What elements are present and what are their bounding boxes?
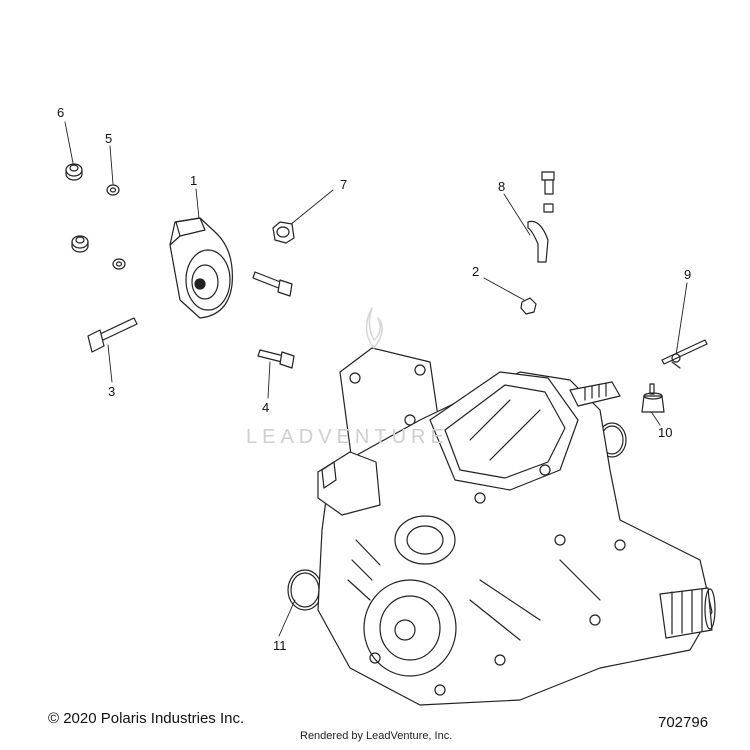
part-5-washer bbox=[106, 184, 120, 196]
callout-5: 5 bbox=[105, 131, 113, 146]
part-2-nut bbox=[520, 297, 537, 315]
callout-2: 2 bbox=[472, 264, 480, 279]
part-1-sensor bbox=[169, 217, 233, 319]
leader-lines bbox=[64, 121, 688, 637]
callout-8: 8 bbox=[498, 179, 506, 194]
part-7-nut bbox=[272, 221, 295, 244]
callout-7: 7 bbox=[340, 177, 348, 192]
part-11-o-ring bbox=[287, 569, 323, 611]
part-9-clip bbox=[661, 339, 708, 369]
watermark: LEADVENTURE bbox=[246, 426, 449, 448]
part-washer-lower bbox=[112, 258, 126, 270]
part-6-nut bbox=[65, 163, 83, 181]
callout-1: 1 bbox=[190, 173, 198, 188]
part-3-bolt bbox=[87, 317, 138, 353]
rendered-by-text: Rendered by LeadVenture, Inc. bbox=[300, 730, 453, 742]
callout-9: 9 bbox=[684, 267, 692, 282]
callout-6: 6 bbox=[57, 105, 65, 120]
part-bolt-upper bbox=[252, 271, 293, 297]
watermark-flame-icon bbox=[365, 307, 383, 349]
callout-4: 4 bbox=[262, 400, 270, 415]
callout-11: 11 bbox=[273, 638, 287, 653]
part-nut-lower bbox=[71, 235, 89, 253]
part-10-plug bbox=[641, 383, 665, 413]
part-4-bolt bbox=[257, 349, 295, 369]
callout-3: 3 bbox=[108, 384, 116, 399]
callout-10: 10 bbox=[658, 425, 673, 440]
part-8-vent-hose bbox=[527, 171, 555, 263]
diagram-reference-number: 702796 bbox=[658, 714, 709, 731]
transmission-housing bbox=[317, 347, 716, 706]
copyright-text: © 2020 Polaris Industries Inc. bbox=[48, 710, 245, 727]
